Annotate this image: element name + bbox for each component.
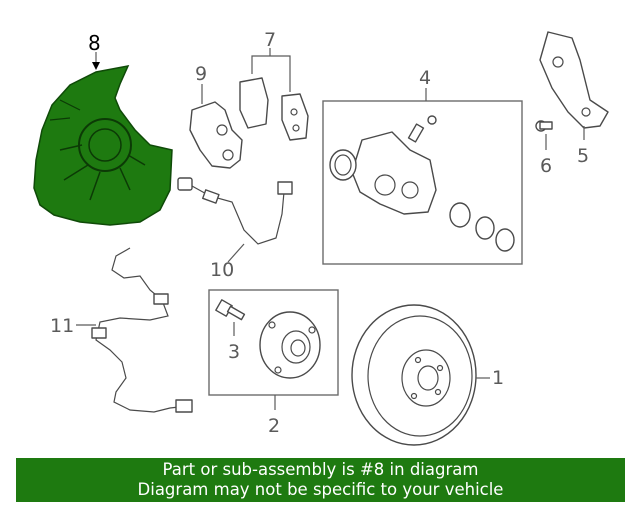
callout-8[interactable]: 8: [88, 31, 101, 55]
leader-line-10: [227, 243, 245, 263]
dust-shield-part[interactable]: [33, 64, 173, 226]
leader-arrow-8: [92, 62, 100, 70]
callout-5[interactable]: 5: [577, 145, 589, 167]
callout-1[interactable]: 1: [492, 367, 504, 389]
parts-diagram: 8 9 7 4 5: [33, 29, 609, 446]
hub-assembly-box: [208, 289, 339, 396]
leader-line-7: [251, 55, 291, 92]
info-banner: Part or sub-assembly is #8 in diagram Di…: [16, 458, 625, 502]
support-bracket-part[interactable]: [539, 31, 609, 129]
hub-bearing-part[interactable]: [259, 311, 321, 379]
brake-hose-part[interactable]: [177, 177, 293, 245]
abs-sensor-part[interactable]: [91, 247, 193, 413]
banner-line-1: Part or sub-assembly is #8 in diagram: [162, 460, 479, 479]
caliper-bracket-part[interactable]: [189, 101, 243, 169]
bolt-part-6[interactable]: [535, 120, 553, 132]
hub-bolt-part[interactable]: [215, 299, 246, 321]
callout-2[interactable]: 2: [268, 415, 280, 437]
callout-10[interactable]: 10: [210, 259, 234, 281]
callout-3[interactable]: 3: [228, 341, 240, 363]
banner-line-2: Diagram may not be specific to your vehi…: [137, 480, 504, 499]
callout-9[interactable]: 9: [195, 63, 207, 85]
callout-11[interactable]: 11: [50, 315, 74, 337]
callout-6[interactable]: 6: [540, 155, 552, 177]
callout-4[interactable]: 4: [419, 67, 431, 89]
brake-pads-part[interactable]: [239, 77, 309, 141]
callout-7[interactable]: 7: [264, 29, 276, 51]
caliper-part[interactable]: [329, 115, 515, 252]
brake-rotor-part[interactable]: [351, 304, 477, 446]
caliper-assembly-box: [322, 100, 523, 265]
